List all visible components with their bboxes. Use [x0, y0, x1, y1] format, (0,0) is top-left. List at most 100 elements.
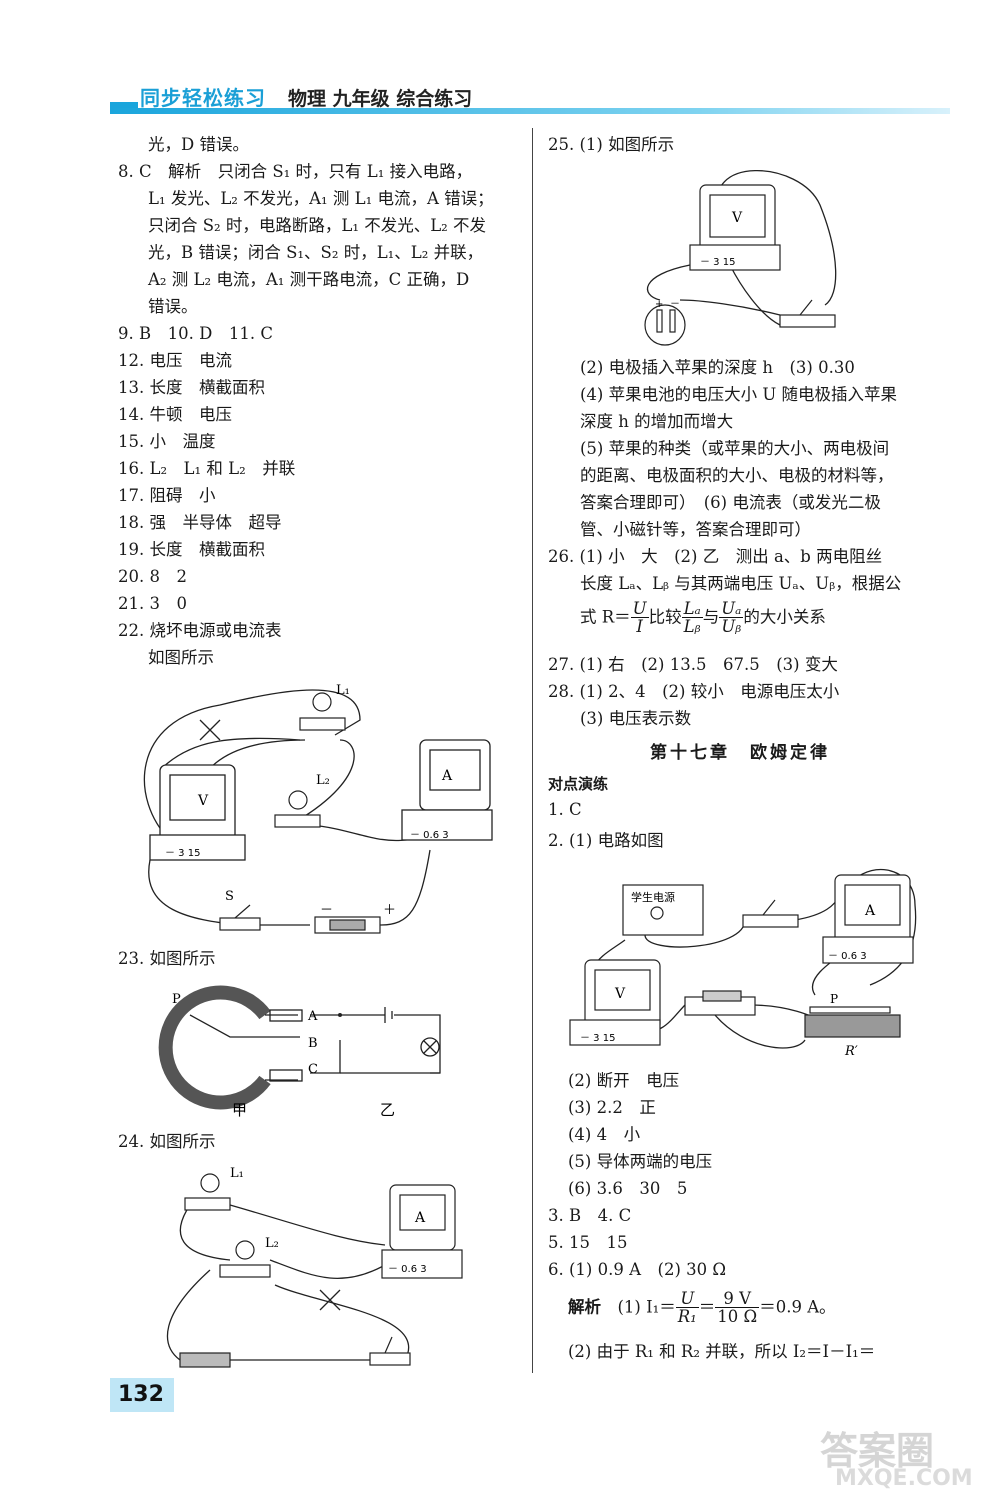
voltmeter-scale: － 3 15 — [580, 1033, 615, 1044]
watermark: 答案圈 MXQE.COM — [820, 1420, 995, 1495]
watermark-url: MXQE.COM — [835, 1466, 973, 1491]
answer-line: (3) 电压表示数 — [580, 709, 692, 728]
numerator: 9 V — [715, 1290, 760, 1309]
voltmeter-label: V — [614, 986, 626, 1002]
fig23-caption-jia: 甲 — [232, 1101, 247, 1119]
denominator: I — [636, 617, 643, 637]
battery-plus: ＋ — [383, 903, 396, 918]
answer-q25: 25. (1) 如图所示 — [548, 135, 675, 154]
numerator: Lₐ — [681, 599, 703, 619]
circuit-figure-ohm: 学生电源 A － 0.6 3 V － 3 15 P R′ — [569, 868, 917, 1059]
chapter-title: 第十七章 欧姆定律 — [650, 743, 830, 763]
answer-q16: 16. L₂ L₁ 和 L₂ 并联 — [118, 459, 296, 478]
answer-q18: 18. 强 半导体 超导 — [118, 513, 282, 532]
circuit-figure-25: V － 3 15 + － — [644, 170, 837, 346]
answer-a2: 2. (1) 电路如图 — [548, 831, 664, 850]
fig23-label-c: C — [308, 1062, 318, 1077]
numerator: U — [675, 1290, 699, 1309]
slider-p-label: P — [830, 992, 838, 1006]
answer-line: 管、小磁针等，答案合理即可） — [580, 520, 811, 539]
formula-prefix: 式 R＝ — [580, 607, 631, 627]
answer-q24: 24. 如图所示 — [118, 1132, 216, 1151]
answer-line: 光，D 错误。 — [148, 135, 249, 154]
fig23-label-p: P — [172, 992, 181, 1007]
ammeter-label: A — [864, 903, 876, 919]
answer-line: 只闭合 S₂ 时，电路断路，L₁ 不发光、L₂ 不发 — [148, 216, 487, 235]
apple-plus: + — [655, 299, 663, 310]
answer-line: (2) 断开 电压 — [568, 1071, 680, 1090]
bulb-l1-label: L₁ — [230, 1166, 244, 1181]
fig23-label-b: B — [308, 1036, 318, 1051]
answer-q19: 19. 长度 横截面积 — [118, 540, 265, 559]
answer-line: (4) 苹果电池的电压大小 U 随电极插入苹果 — [580, 385, 898, 404]
answer-q21: 21. 3 0 — [118, 594, 187, 613]
answer-line: 长度 Lₐ、Lᵦ 与其两端电压 Uₐ、Uᵦ，根据公 — [580, 574, 902, 593]
ammeter-scale: － 0.6 3 — [388, 1264, 427, 1275]
apple-minus: － — [670, 299, 680, 310]
answer-q23: 23. 如图所示 — [118, 949, 216, 968]
denominator: 10 Ω — [717, 1307, 758, 1327]
section-title: 对点演练 — [548, 775, 609, 793]
page-number: 132 — [118, 1382, 164, 1407]
answer-line: 光，B 错误；闭合 S₁、S₂ 时，L₁、L₂ 并联， — [148, 243, 484, 262]
answer-q13: 13. 长度 横截面积 — [118, 378, 265, 397]
answer-line: (5) 苹果的种类（或苹果的大小、两电极间 — [580, 439, 890, 458]
answer-q26: 26. (1) 小 大 (2) 乙 测出 a、b 两电阻丝 — [548, 547, 883, 566]
answer-a5: 5. 15 15 — [548, 1233, 628, 1252]
ammeter-label: A — [414, 1210, 426, 1226]
answer-line: 如图所示 — [148, 648, 214, 667]
denominator: R₁ — [677, 1307, 697, 1327]
page-number-badge: 132 — [110, 1378, 174, 1412]
answer-line: L₁ 发光、L₂ 不发光，A₁ 测 L₁ 电流，A 错误； — [148, 189, 494, 208]
answer-q17: 17. 阻碍 小 — [118, 486, 216, 505]
bulb-l2-label: L₂ — [316, 773, 330, 788]
answer-a3: 3. B 4. C — [548, 1206, 632, 1225]
switch-label: S — [225, 889, 234, 904]
answer-line: 错误。 — [148, 297, 198, 316]
circuit-figure-24: L₁ L₂ A － 0.6 3 — [166, 1166, 463, 1368]
answer-q22: 22. 烧坏电源或电流表 — [118, 621, 282, 640]
answer-line: A₂ 测 L₂ 电流，A₁ 测干路电流，C 正确，D — [148, 270, 470, 289]
answer-line: 深度 h 的增加而增大 — [580, 412, 734, 431]
answer-line: 的距离、电极面积的大小、电极的材料等， — [580, 466, 894, 485]
ammeter-scale: － 0.6 3 — [410, 830, 449, 841]
bulb-l2-label: L₂ — [265, 1236, 279, 1251]
circuit-figure-22: V － 3 15 A － 0.6 3 L₁ L₂ S － ＋ — [143, 683, 493, 934]
voltmeter-label: V — [731, 210, 743, 226]
power-supply-label: 学生电源 — [631, 890, 675, 904]
rheostat-label: R′ — [844, 1044, 858, 1059]
page-header: 同步轻松练习 物理 九年级 综合练习 — [110, 80, 950, 116]
voltmeter-label: V — [197, 793, 209, 809]
voltmeter-scale: － 3 15 — [165, 848, 200, 859]
header-bar — [110, 108, 950, 114]
battery-minus: － — [320, 903, 333, 918]
circuit-figure-23: P A B C 甲 乙 — [158, 985, 441, 1119]
formula-suffix: 的大小关系 — [743, 607, 826, 627]
bulb-l1-label: L₁ — [336, 683, 350, 698]
watermark-logo: 答案圈 — [820, 1429, 935, 1473]
formula-suffix: ＝0.9 A。 — [759, 1297, 836, 1317]
formula-prefix: (1) I₁＝ — [617, 1297, 676, 1317]
numerator: U — [630, 599, 649, 619]
answer-q15: 15. 小 温度 — [118, 432, 216, 451]
series-title: 同步轻松练习 — [140, 86, 266, 110]
denominator: Lᵦ — [683, 617, 701, 637]
answer-q27: 27. (1) 右 (2) 13.5 67.5 (3) 变大 — [548, 655, 838, 674]
answer-q12: 12. 电压 电流 — [118, 351, 232, 370]
answer-a6: 6. (1) 0.9 A (2) 30 Ω — [548, 1260, 727, 1279]
fig23-caption-yi: 乙 — [380, 1101, 395, 1119]
answer-line: (6) 3.6 30 5 — [568, 1179, 688, 1198]
answer-q28: 28. (1) 2、4 (2) 较小 电源电压太小 — [548, 682, 840, 701]
ammeter-label: A — [441, 768, 453, 784]
fig23-label-a: A — [307, 1009, 318, 1024]
answer-line: (2) 电极插入苹果的深度 h (3) 0.30 — [580, 358, 855, 377]
voltmeter-scale: － 3 15 — [700, 257, 735, 268]
answer-a1: 1. C — [548, 800, 582, 819]
ammeter-scale: － 0.6 3 — [828, 951, 867, 962]
answer-q14: 14. 牛顿 电压 — [118, 405, 232, 424]
